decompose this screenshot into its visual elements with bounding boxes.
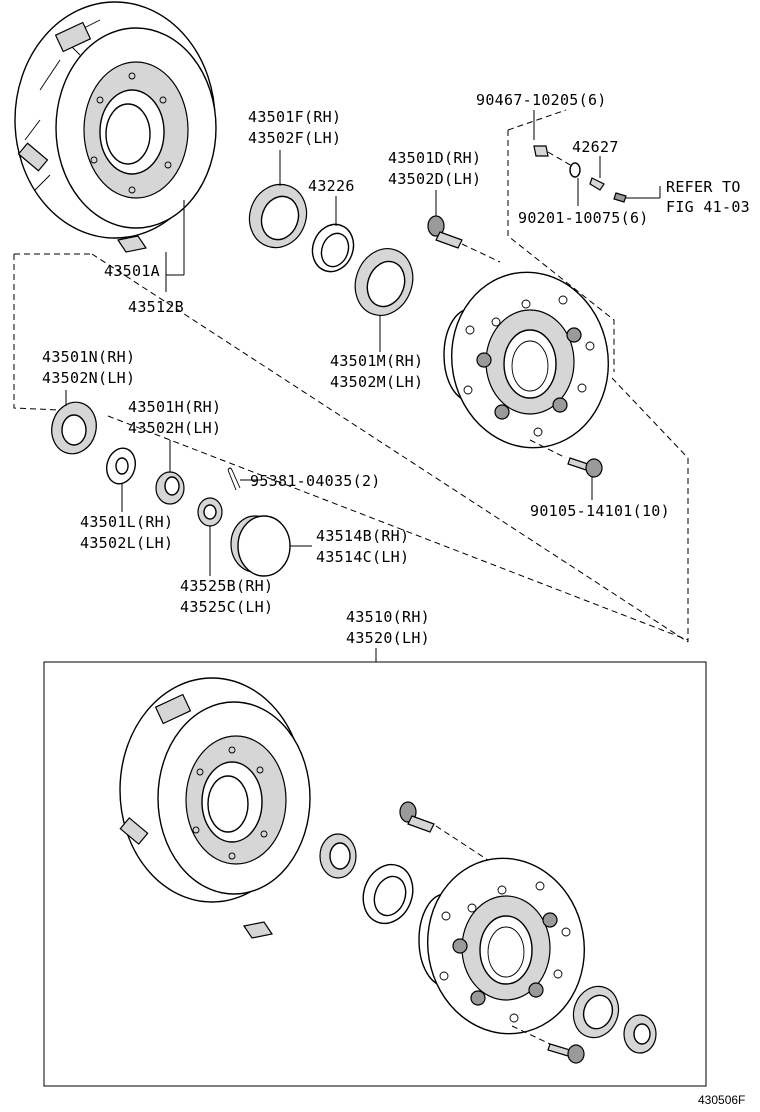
clip-bottom: [243, 921, 273, 939]
grease-cap-43514B: [230, 515, 291, 577]
label-43501D: 43501D(RH): [388, 149, 481, 167]
label-95381: 95381-04035(2): [250, 472, 381, 490]
clip-90467: [533, 145, 549, 157]
bolt-90105: [567, 457, 603, 478]
axle-hub-bottom: [418, 857, 586, 1035]
label-43502N: 43502N(LH): [42, 369, 135, 387]
bearing-43501N: [51, 401, 97, 455]
label-90105: 90105-14101(10): [530, 502, 670, 520]
nipple-42627: [589, 177, 605, 191]
bearing-43501M: [354, 248, 414, 316]
label-43501A: 43501A: [104, 262, 160, 280]
nut-43501H: [155, 471, 185, 505]
label-refer-to: REFER TO: [666, 178, 741, 196]
label-43525B: 43525B(RH): [180, 577, 273, 595]
label-43525C: 43525C(LH): [180, 598, 273, 616]
label-90467: 90467-10205(6): [476, 91, 607, 109]
label-43502D: 43502D(LH): [388, 170, 481, 188]
label-43226: 43226: [308, 177, 355, 195]
cotter-pin-95381: [227, 467, 241, 491]
label-43501N: 43501N(RH): [42, 348, 135, 366]
bolt-bottom: [547, 1043, 585, 1064]
label-43510: 43510(RH): [346, 608, 430, 626]
label-42627: 42627: [572, 138, 619, 156]
washer-90201: [569, 162, 581, 178]
label-90201: 90201-10075(6): [518, 209, 649, 227]
brake-drum-bottom: [119, 677, 311, 903]
axle-hub-top: [443, 271, 610, 449]
oil-seal-43501F: [248, 183, 308, 249]
race-bottom: [362, 863, 414, 925]
label-43512B: 43512B: [128, 298, 184, 316]
label-43514B: 43514B(RH): [316, 527, 409, 545]
seal-bottom: [572, 985, 620, 1039]
assembly-box: [43, 661, 707, 1087]
label-43501H: 43501H(RH): [128, 398, 221, 416]
label-refer-fig: FIG 41-03: [666, 198, 750, 216]
plug-refer: [613, 192, 627, 203]
label-43514C: 43514C(LH): [316, 548, 409, 566]
brake-drum-top: [14, 1, 217, 239]
label-43502M: 43502M(LH): [330, 373, 423, 391]
hub-bolt-43501D: [427, 215, 463, 249]
label-43520: 43520(LH): [346, 629, 430, 647]
bearing-bottom-inner: [319, 833, 357, 879]
ring-43226: [311, 223, 355, 273]
label-43502F: 43502F(LH): [248, 129, 341, 147]
label-43502H: 43502H(LH): [128, 419, 221, 437]
hub-bolt-bottom: [399, 801, 435, 833]
lock-nut-bottom: [623, 1014, 657, 1054]
label-43501L: 43501L(RH): [80, 513, 173, 531]
washer-43501L: [105, 447, 137, 485]
label-43502L: 43502L(LH): [80, 534, 173, 552]
label-43501F: 43501F(RH): [248, 108, 341, 126]
lock-nut-43525B: [197, 497, 223, 527]
label-43501M: 43501M(RH): [330, 352, 423, 370]
clip-43501A: [117, 235, 147, 253]
figure-id: 430506F: [698, 1093, 745, 1107]
